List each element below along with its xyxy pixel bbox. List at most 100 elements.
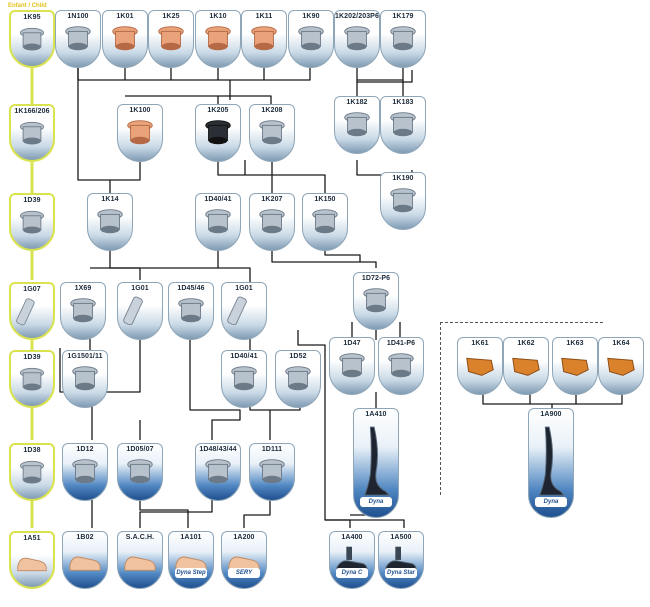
brand-logo: Dyna Step [175,568,207,578]
component-image [255,117,289,147]
component-tile-1d41-p6: 1D41-P6 [378,337,424,395]
component-code: 1D05/07 [118,446,162,453]
component-image [340,23,374,53]
component-code: 1K205 [196,107,240,114]
component-tile-1b02: 1B02 [62,531,108,589]
component-tile-1g07: 1G07 [9,282,55,340]
component-code: 1K202/203P6 [335,13,379,20]
component-code: 1D39 [11,354,53,361]
component-image [558,350,592,380]
component-tile-1k11: 1K11 [241,10,287,68]
component-code: 1D39 [11,197,53,204]
component-image [359,285,393,315]
component-code: 1N100 [56,13,100,20]
component-tile-1k90: 1K90 [288,10,334,68]
component-code: 1A900 [529,411,573,418]
brand-logo: Dyna [360,497,392,507]
component-code: 1D38 [11,447,53,454]
component-image [16,118,48,148]
component-code: 1D40/41 [196,196,240,203]
component-image [463,350,497,380]
component-code: 1D47 [330,340,374,347]
component-tile-1g01-a: 1G01 [117,282,163,340]
component-image [68,456,102,486]
component-code: 1D40/41 [222,353,266,360]
component-code: 1K190 [381,175,425,182]
component-image [247,23,281,53]
component-image [384,350,418,380]
component-tile-1a400: 1A400Dyna C [329,531,375,589]
component-code: 1K183 [381,99,425,106]
component-image [534,421,568,503]
component-image [16,364,48,394]
component-code: 1A410 [354,411,398,418]
component-code: 1G1501/11 [63,353,107,360]
component-image [227,363,261,393]
component-code: 1K182 [335,99,379,106]
component-image [66,295,100,325]
component-tile-1d52: 1D52 [275,350,321,408]
component-tile-1k62: 1K62 [503,337,549,395]
brand-logo: SERY [228,568,260,578]
component-image [201,456,235,486]
component-code: 1K207 [250,196,294,203]
component-code: S.A.C.H. [118,534,162,541]
component-code: 1D72-P6 [354,275,398,282]
component-code: 1K100 [118,107,162,114]
component-tile-1d45-46: 1D45/46 [168,282,214,340]
component-tile-1n100: 1N100 [55,10,101,68]
component-tile-1d40-41-a: 1D40/41 [195,193,241,251]
component-tile-1g1501-11: 1G1501/11 [62,350,108,408]
component-code: 1K61 [458,340,502,347]
brand-logo: Dyna [535,497,567,507]
component-tile-1d72-p6: 1D72-P6 [353,272,399,330]
component-tile-1a101: 1A101Dyna Step [168,531,214,589]
component-image [359,421,393,503]
component-tile-1d12: 1D12 [62,443,108,501]
component-tile-1a51: 1A51 [9,531,55,589]
component-tile-1k207: 1K207 [249,193,295,251]
component-image [335,350,369,380]
enfant-child-label: Enfant / Child [8,3,47,9]
component-code: 1K62 [504,340,548,347]
component-code: 1K14 [88,196,132,203]
component-image [281,363,315,393]
component-tile-1d48-43-44: 1D48/43/44 [195,443,241,501]
component-image [386,109,420,139]
component-code: 1K01 [103,13,147,20]
component-tile-1k208: 1K208 [249,104,295,162]
component-code: 1K90 [289,13,333,20]
component-tile-1k179: 1K179 [380,10,426,68]
component-code: 1K208 [250,107,294,114]
component-image [16,207,48,237]
component-code: 1K179 [381,13,425,20]
component-code: 1B02 [63,534,107,541]
component-image [16,457,48,487]
component-image [201,117,235,147]
component-code: 1K25 [149,13,193,20]
component-image [255,206,289,236]
component-code: 1D12 [63,446,107,453]
component-tile-1k183: 1K183 [380,96,426,154]
component-code: 1G07 [11,286,53,293]
component-image [294,23,328,53]
component-code: 1A101 [169,534,213,541]
component-code: 1D52 [276,353,320,360]
component-code: 1X69 [61,285,105,292]
component-image [201,23,235,53]
component-image [604,350,638,380]
component-code: 1K95 [11,14,53,21]
component-tile-1k100: 1K100 [117,104,163,162]
component-tile-1k61: 1K61 [457,337,503,395]
component-tile-1k205: 1K205 [195,104,241,162]
component-code: 1K63 [553,340,597,347]
component-tile-1k10: 1K10 [195,10,241,68]
brand-logo: Dyna Star [385,568,417,578]
component-tile-1k14: 1K14 [87,193,133,251]
component-image [340,109,374,139]
component-code: 1A400 [330,534,374,541]
component-code: 1D111 [250,446,294,453]
component-image [386,23,420,53]
